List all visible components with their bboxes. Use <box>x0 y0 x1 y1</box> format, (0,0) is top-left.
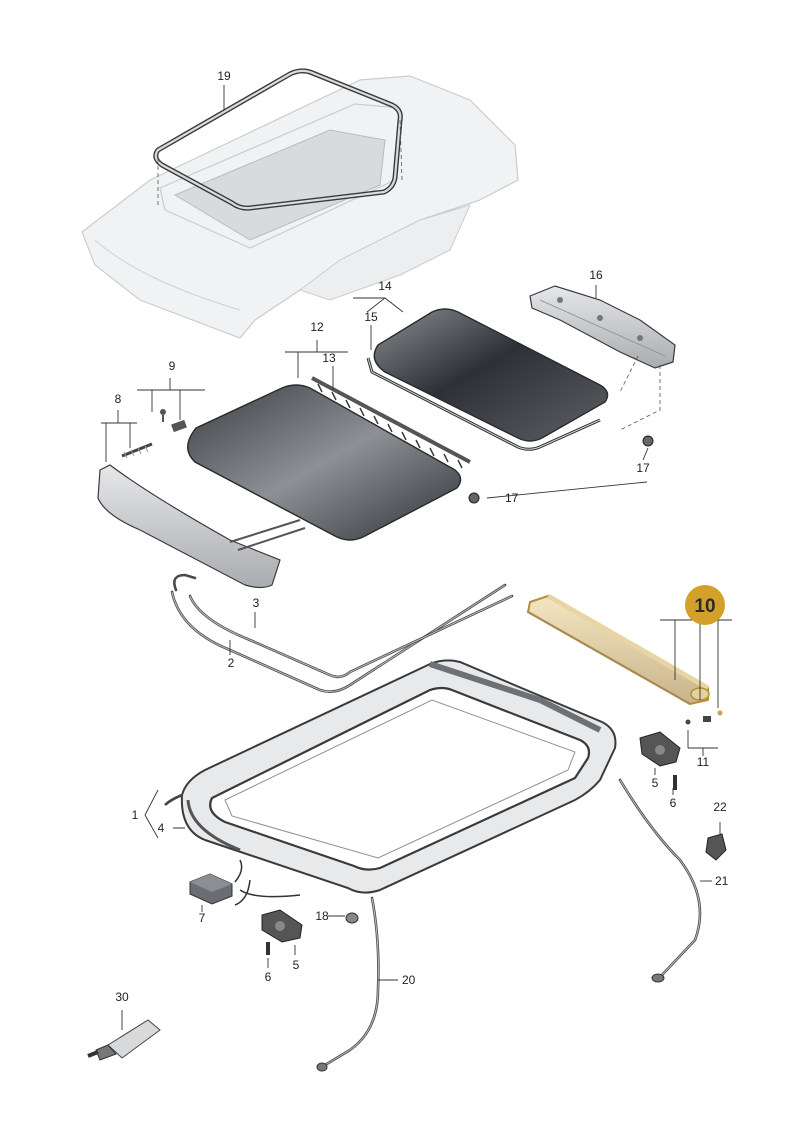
part-7-control-unit <box>189 859 301 906</box>
callout-15: 15 <box>364 310 378 324</box>
part-12-front-glass-panel <box>187 384 462 541</box>
callout-17-rear: 17 <box>636 461 650 475</box>
part-22-clip <box>705 833 727 861</box>
assembly-dash-lines <box>157 119 661 431</box>
part-1-sunroof-frame <box>164 659 617 894</box>
car-roof-outline <box>81 75 519 339</box>
callout-6-front: 6 <box>265 970 272 984</box>
part-5-front-drive-motor <box>261 909 303 955</box>
callout-13: 13 <box>322 351 336 365</box>
callout-11: 11 <box>697 755 710 769</box>
callout-21: 21 <box>715 874 729 888</box>
callout-18: 18 <box>315 909 329 923</box>
part-14-rear-glass-panel <box>366 308 609 451</box>
callout-30: 30 <box>115 990 129 1004</box>
callout-8: 8 <box>115 392 122 406</box>
part-5-rear-drive-motor <box>639 731 681 790</box>
part-17-screws <box>468 435 654 504</box>
part-16-rear-bracket <box>529 285 676 369</box>
callout-19: 19 <box>217 69 231 83</box>
callout-9: 9 <box>169 359 176 373</box>
part-11-end-pieces <box>685 710 723 725</box>
callout-14: 14 <box>378 279 392 293</box>
callout-1: 1 <box>132 808 139 822</box>
callout-20: 20 <box>402 973 416 987</box>
callout-12: 12 <box>310 320 324 334</box>
callout-5-front: 5 <box>293 958 300 972</box>
part-10-roller-blind-highlighted <box>526 593 710 706</box>
part-20-front-drain-hose <box>316 896 380 1072</box>
part-8-front-deflector-frame <box>97 464 306 589</box>
callout-16: 16 <box>589 268 603 282</box>
callout-22: 22 <box>713 800 727 814</box>
part-19-roof-seal <box>153 68 403 211</box>
callout-5-rear: 5 <box>652 776 659 790</box>
callout-7: 7 <box>199 911 206 925</box>
part-13-deflector-strip <box>311 376 471 469</box>
callout-10: 10 <box>694 596 715 617</box>
callout-6-rear: 6 <box>670 796 677 810</box>
part-10-highlight-badge <box>685 585 725 625</box>
part-9-clip-and-spring <box>121 409 187 459</box>
callout-4: 4 <box>158 821 165 835</box>
callout-2: 2 <box>228 656 235 670</box>
callout-3: 3 <box>253 596 260 610</box>
part-21-rear-drain-hose <box>618 778 702 983</box>
callout-17-front: 17 <box>505 491 519 505</box>
part-18-grommet <box>345 912 359 924</box>
part-30-grease-tube <box>87 1019 161 1061</box>
